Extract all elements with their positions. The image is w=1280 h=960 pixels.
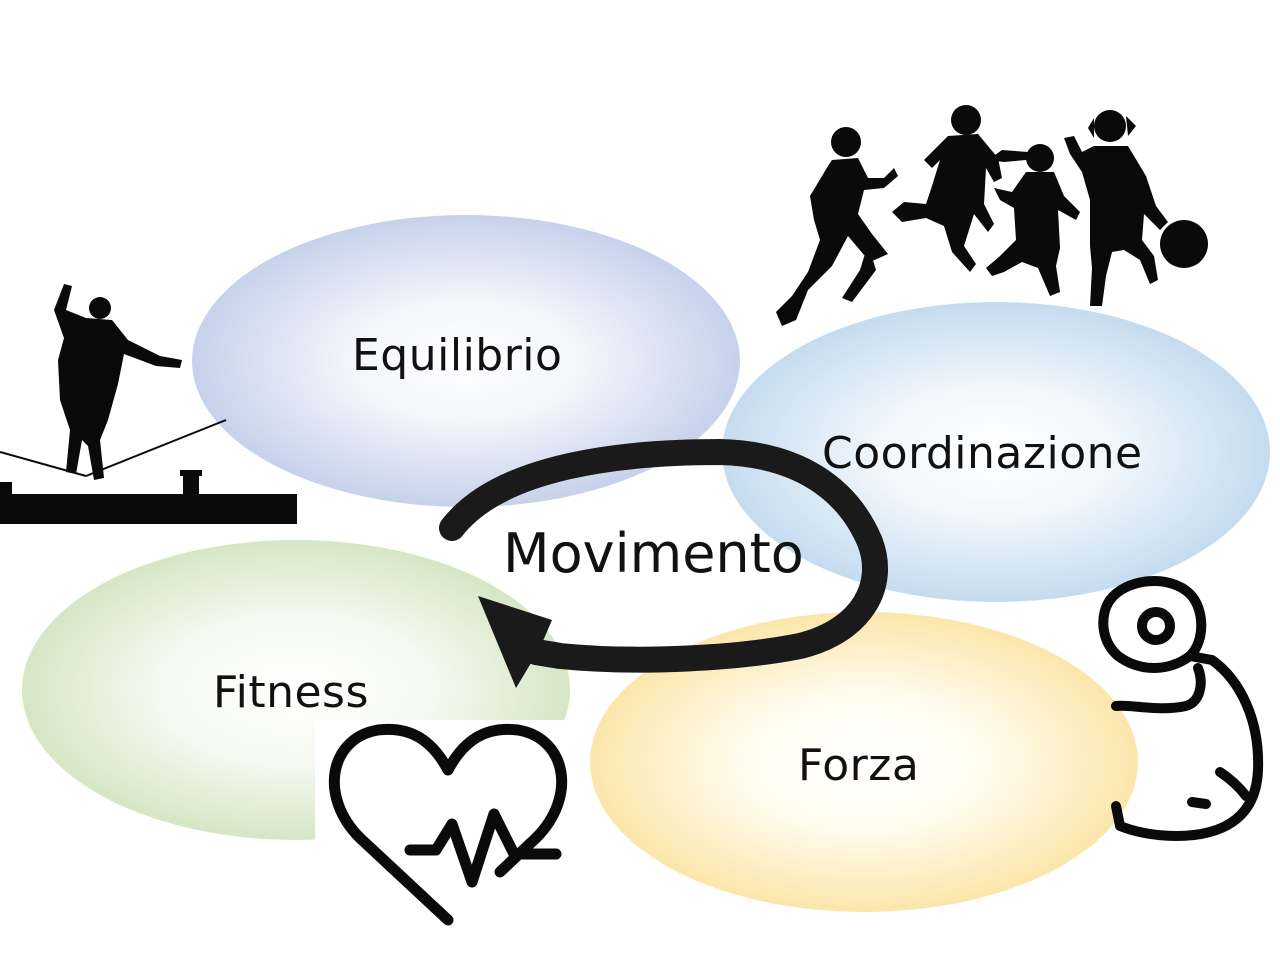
coordinazione-ellipse [722, 302, 1270, 602]
heartbeat-icon [328, 723, 568, 926]
equilibrio-label: Equilibrio [352, 330, 563, 381]
center-label: Movimento [503, 522, 804, 585]
coordinazione-label: Coordinazione [822, 428, 1143, 479]
tightrope-walker-icon [0, 284, 297, 524]
circular-arrow [439, 438, 888, 688]
forza-label: Forza [798, 740, 920, 791]
fitness-label: Fitness [213, 667, 369, 718]
running-children-icon [776, 105, 1208, 326]
flexed-bicep-icon [1098, 576, 1264, 841]
